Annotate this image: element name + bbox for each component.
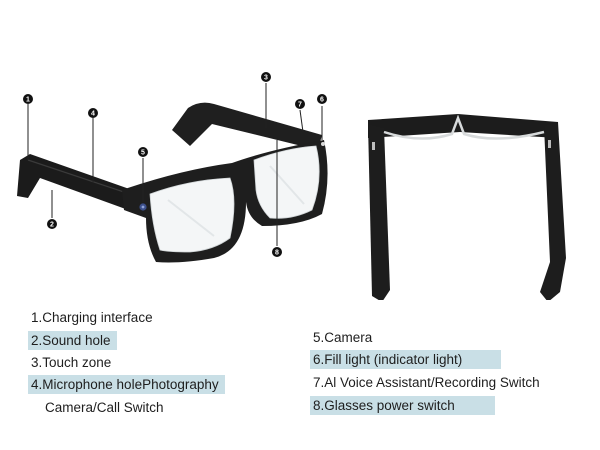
svg-text:6: 6 — [320, 97, 324, 104]
callout-6: 6 — [317, 94, 327, 104]
callout-leaders — [27, 83, 323, 246]
legend-item-camera-call-switch: Camera/Call Switch — [45, 400, 164, 415]
legend-item-sound-hole: 2.Sound hole — [28, 331, 117, 350]
glasses-angled-view — [17, 102, 328, 263]
legend-item-camera: 5.Camera — [313, 330, 373, 345]
callout-1: 1 — [23, 94, 33, 104]
callout-5: 5 — [138, 147, 148, 157]
callout-7: 7 — [295, 99, 305, 109]
legend-item-fill-light: 6.Fill light (indicator light) — [310, 350, 501, 369]
svg-text:5: 5 — [141, 150, 145, 157]
svg-text:3: 3 — [264, 75, 268, 82]
glasses-rear-view — [368, 114, 566, 300]
svg-text:2: 2 — [50, 222, 54, 229]
svg-text:8: 8 — [275, 250, 279, 257]
svg-text:1: 1 — [26, 97, 30, 104]
legend-item-microphone-hole: 4.Microphone holePhotography — [28, 375, 225, 394]
callout-8: 8 — [272, 247, 282, 257]
legend-item-charging-interface: 1.Charging interface — [31, 310, 153, 325]
callout-markers: 1 2 3 4 5 6 7 8 — [23, 72, 327, 257]
callout-3: 3 — [261, 72, 271, 82]
legend-item-power-switch: 8.Glasses power switch — [310, 396, 495, 415]
callout-2: 2 — [47, 219, 57, 229]
glasses-diagram: 1 2 3 4 5 6 7 8 — [17, 72, 566, 300]
legend-item-voice-assistant-switch: 7.Al Voice Assistant/Recording Switch — [313, 375, 540, 390]
svg-text:4: 4 — [91, 111, 95, 118]
callout-4: 4 — [88, 108, 98, 118]
svg-text:7: 7 — [298, 102, 302, 109]
legend-item-touch-zone: 3.Touch zone — [31, 355, 112, 370]
